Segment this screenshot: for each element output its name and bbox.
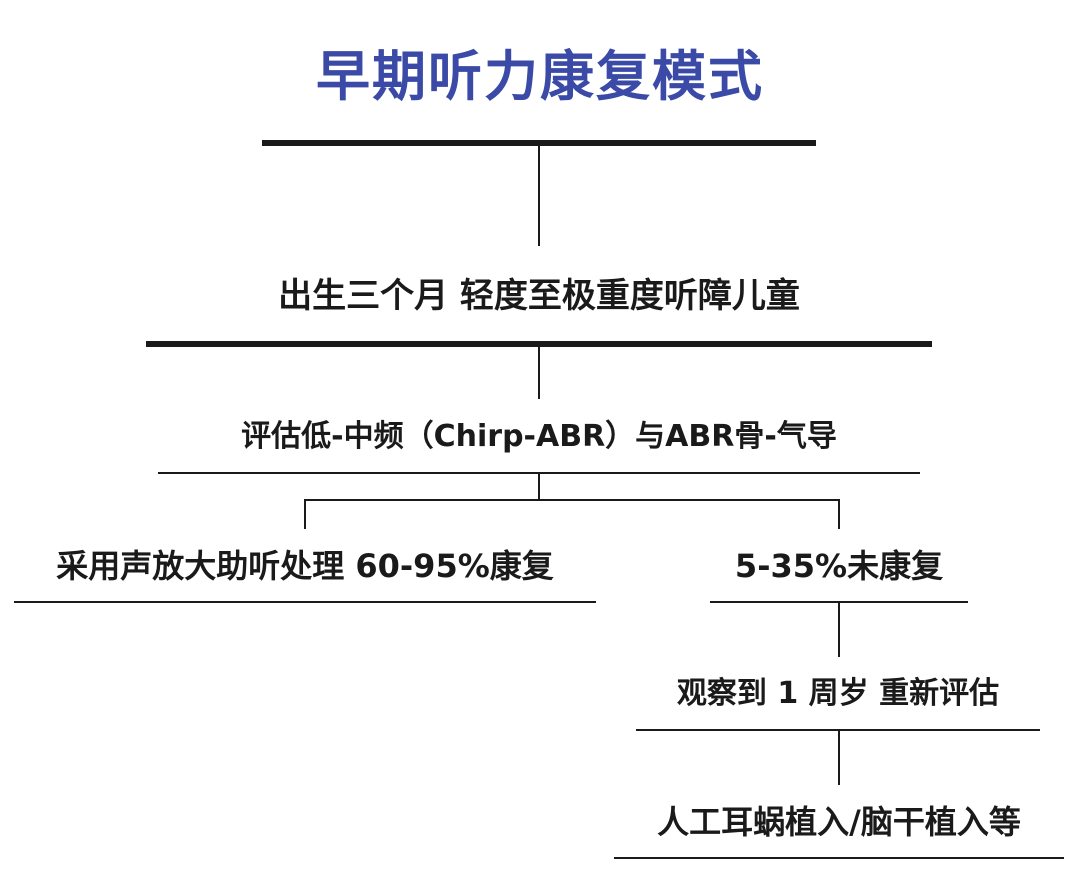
diagram-title: 早期听力康复模式 xyxy=(316,45,764,108)
connector-n2-branch xyxy=(538,474,540,500)
connector-n3-n4 xyxy=(838,603,840,657)
node-observe-reassess: 观察到 1 周岁 重新评估 xyxy=(676,676,1000,711)
node-target-population: 出生三个月 轻度至极重度听障儿童 xyxy=(278,276,800,316)
branch-bar xyxy=(304,499,840,501)
node-assessment: 评估低-中频（Chirp-ABR）与ABR骨-气导 xyxy=(241,419,837,454)
connector-branch-right xyxy=(838,499,840,529)
node-not-recovered-underline xyxy=(710,601,968,603)
node-target-population-underline xyxy=(146,341,932,347)
connector-n4-n5 xyxy=(838,731,840,785)
node-hearing-aid-recovery-underline xyxy=(14,601,596,603)
connector-branch-left xyxy=(304,499,306,529)
node-hearing-aid-recovery: 采用声放大助听处理 60-95%康复 xyxy=(56,547,554,585)
connector-n1-n2 xyxy=(538,347,540,399)
node-implant: 人工耳蜗植入/脑干植入等 xyxy=(657,803,1021,841)
node-not-recovered: 5-35%未康复 xyxy=(734,547,944,585)
node-observe-reassess-underline xyxy=(636,729,1040,731)
title-divider xyxy=(262,140,816,146)
connector-title-n1 xyxy=(538,146,540,246)
node-assessment-underline xyxy=(158,472,920,474)
node-implant-underline xyxy=(614,857,1064,859)
